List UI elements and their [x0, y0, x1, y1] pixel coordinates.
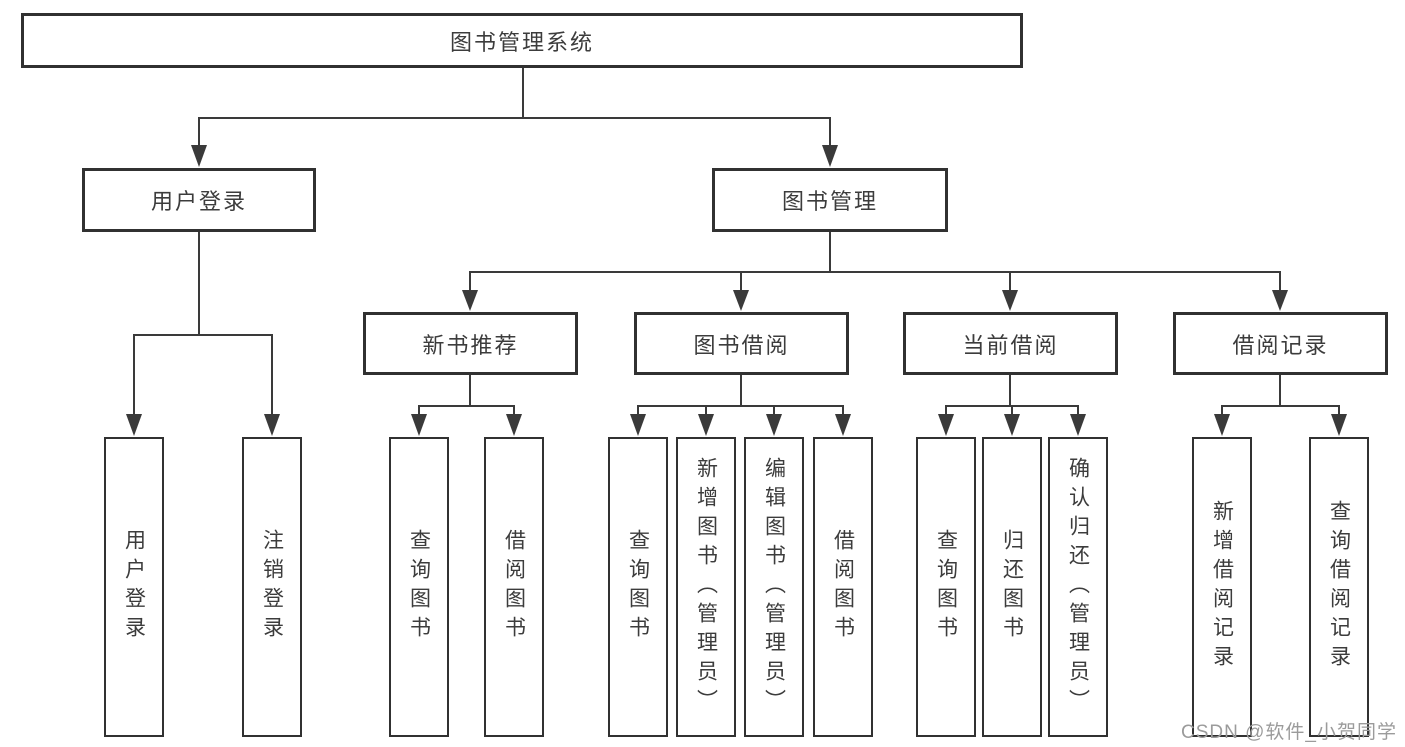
leaf-nb-search-book: 查询图书 — [389, 437, 449, 737]
arrowhead-leaf-bb-borrow-icon — [835, 414, 851, 436]
arrowhead-borrow-record-icon — [1272, 290, 1288, 311]
arrowhead-book-borrow-icon — [733, 290, 749, 311]
leaf-logout: 注销登录 — [242, 437, 302, 737]
leaf-bb-search-book: 查询图书 — [608, 437, 668, 737]
leaf-user-login: 用户登录 — [104, 437, 164, 737]
arrowhead-new-book-icon — [462, 290, 478, 311]
arrowhead-leaf-bb-edit-icon — [766, 414, 782, 436]
leaf-bb-borrow-book: 借阅图书 — [813, 437, 873, 737]
leaf-nb-borrow-book: 借阅图书 — [484, 437, 544, 737]
leaf-bb-edit-book: 编辑图书（管理员） — [744, 437, 804, 737]
node-user-login: 用户登录 — [82, 168, 316, 232]
node-borrow-record: 借阅记录 — [1173, 312, 1388, 375]
arrowhead-leaf-br-add-icon — [1214, 414, 1230, 436]
arrowhead-leaf-logout-icon — [264, 414, 280, 436]
arrowhead-leaf-login-icon — [126, 414, 142, 436]
leaf-cb-confirm-return: 确认归还（管理员） — [1048, 437, 1108, 737]
leaf-bb-add-book: 新增图书（管理员） — [676, 437, 736, 737]
node-book-management: 图书管理 — [712, 168, 948, 232]
node-book-borrow: 图书借阅 — [634, 312, 849, 375]
arrowhead-leaf-cb-search-icon — [938, 414, 954, 436]
node-root: 图书管理系统 — [21, 13, 1023, 68]
leaf-br-add-record: 新增借阅记录 — [1192, 437, 1252, 737]
node-new-book-recommend: 新书推荐 — [363, 312, 578, 375]
arrowhead-current-borrow-icon — [1002, 290, 1018, 311]
arrowhead-leaf-bb-search-icon — [630, 414, 646, 436]
node-current-borrow: 当前借阅 — [903, 312, 1118, 375]
leaf-br-search-record: 查询借阅记录 — [1309, 437, 1369, 737]
arrowhead-leaf-nb-search-icon — [411, 414, 427, 436]
arrowhead-leaf-bb-add-icon — [698, 414, 714, 436]
arrowhead-user-login-icon — [191, 145, 207, 167]
arrowhead-leaf-cb-return-icon — [1004, 414, 1020, 436]
arrowhead-leaf-nb-borrow-icon — [506, 414, 522, 436]
leaf-cb-search-book: 查询图书 — [916, 437, 976, 737]
leaf-cb-return-book: 归还图书 — [982, 437, 1042, 737]
arrowhead-leaf-cb-confirm-icon — [1070, 414, 1086, 436]
arrowhead-book-mgmt-icon — [822, 145, 838, 167]
watermark: CSDN @软件_小贺同学 — [1181, 722, 1397, 743]
arrowhead-leaf-br-search-icon — [1331, 414, 1347, 436]
